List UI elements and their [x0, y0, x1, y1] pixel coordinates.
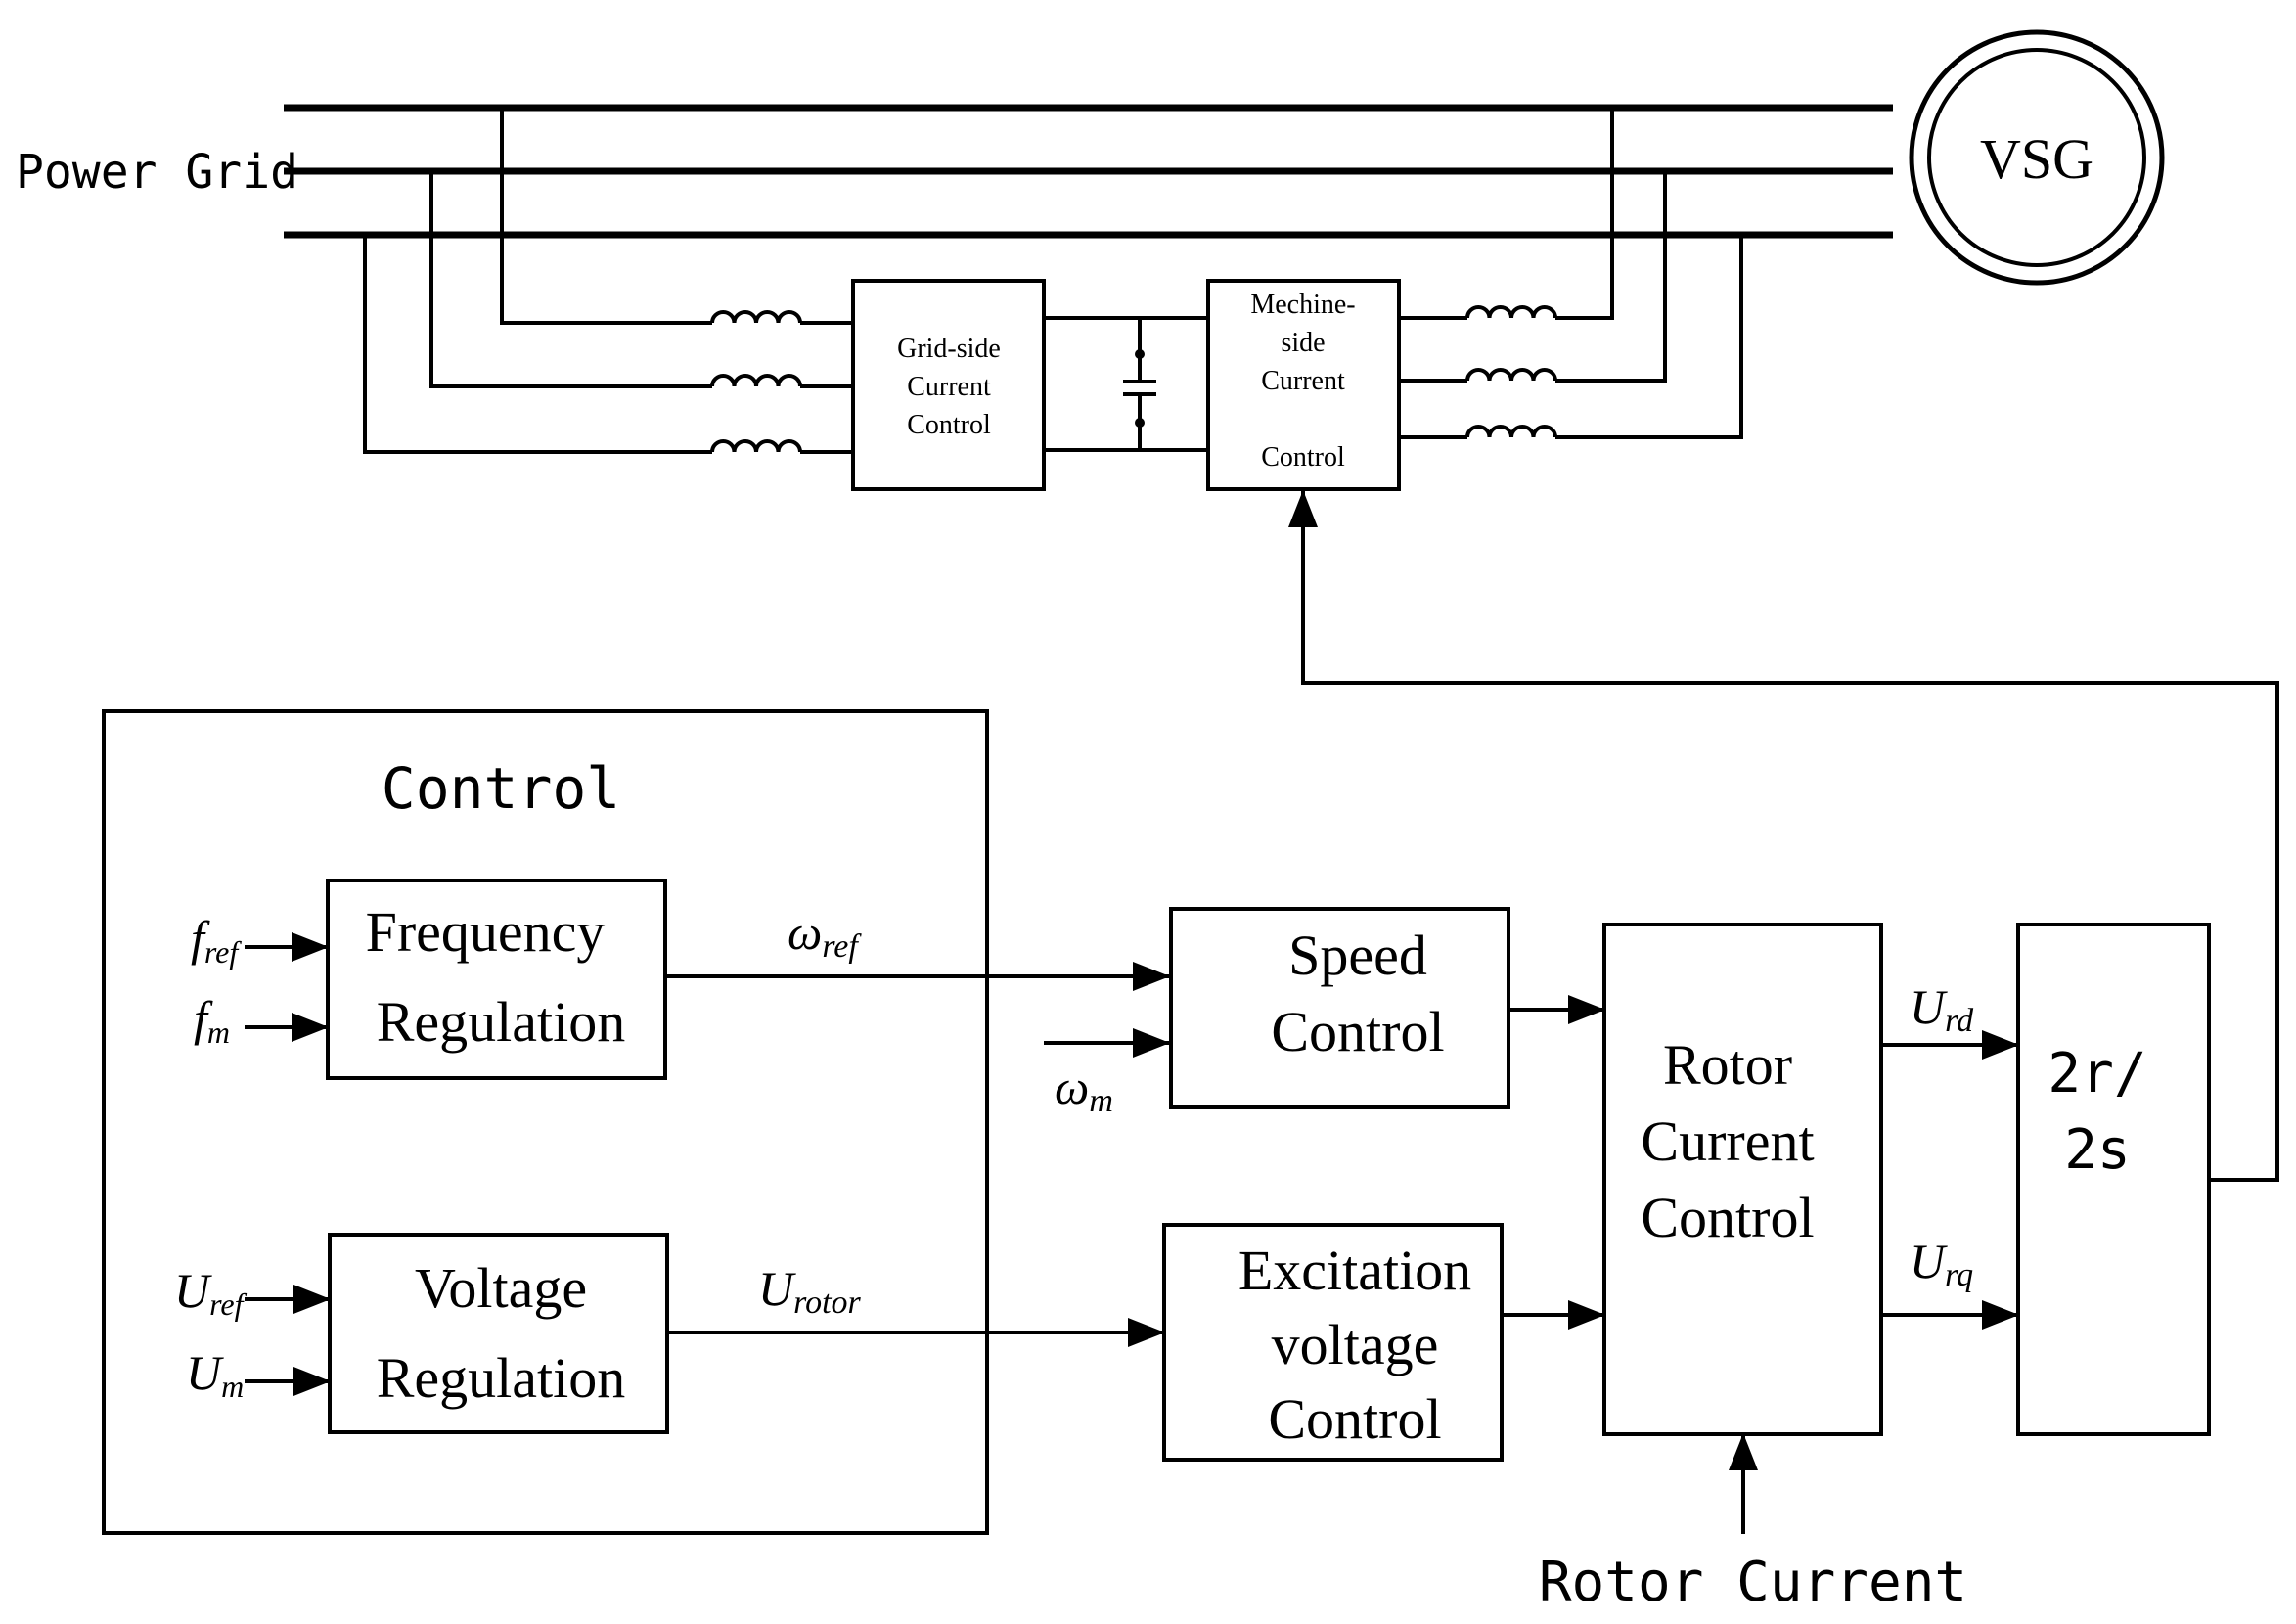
grid-side-label-3: Control: [907, 410, 991, 440]
inductor-icon: [1465, 305, 1557, 319]
feedback-to-machine-side-arrow: [1288, 490, 2279, 1182]
inductor-icon: [710, 374, 802, 387]
rotor-current-control-block: Rotor Current Control: [1602, 923, 1883, 1436]
speed-control-label-2: Control: [1271, 1000, 1444, 1063]
voltage-inputs: Uref Um: [174, 1263, 331, 1404]
voltage-regulation-label-2: Regulation: [377, 1346, 626, 1410]
grid-side-wiring: [363, 108, 853, 454]
excitation-label-2: voltage: [1272, 1313, 1439, 1376]
rotor-current-label-2: Current: [1641, 1109, 1814, 1173]
transform-label-1: 2r/: [2048, 1042, 2146, 1105]
grid-side-converter-box: [851, 279, 1046, 491]
grid-side-label-1: Grid-side: [897, 334, 1001, 364]
machine-side-label-4: Control: [1261, 442, 1345, 473]
speed-control-label-1: Speed: [1288, 924, 1427, 987]
machine-side-label-1: Mechine-: [1250, 290, 1355, 320]
inductor-icon: [1465, 425, 1557, 438]
inductor-icon: [1465, 368, 1557, 382]
excitation-label-3: Control: [1268, 1387, 1441, 1451]
grid-side-label-2: Current: [907, 372, 991, 402]
machine-side-label-3: Current: [1261, 366, 1345, 396]
u-rotor-label: Urotor: [758, 1261, 862, 1321]
grid-side-converter: Grid-side Current Control: [851, 279, 1046, 491]
dc-link: [1044, 316, 1208, 452]
vsg-label: VSG: [1980, 127, 2093, 191]
frequency-regulation-label-2: Regulation: [377, 990, 626, 1054]
machine-side-label-2: side: [1281, 328, 1325, 358]
u-ref-label: Uref: [174, 1263, 248, 1322]
three-phase-bus: [284, 104, 1893, 239]
power-grid-label: Power Grid: [16, 145, 298, 200]
frequency-inputs: fref fm: [191, 911, 329, 1050]
voltage-regulation-label-1: Voltage: [415, 1256, 587, 1320]
machine-side-wiring: [1399, 108, 1743, 439]
grid-side-inductors: [710, 310, 802, 453]
u-rq-label: Urq: [1910, 1234, 1973, 1293]
transform-label-2: 2s: [2064, 1118, 2130, 1182]
rotor-current-label-1: Rotor: [1663, 1033, 1792, 1097]
u-m-label: Um: [186, 1345, 244, 1404]
inductor-icon: [710, 310, 802, 324]
control-group-title: Control: [382, 755, 620, 822]
rotor-current-label-3: Control: [1641, 1186, 1814, 1249]
vsg-inner-ring: [1927, 48, 2146, 267]
machine-side-converter-box: [1206, 279, 1401, 491]
rotor-current-input-label: Rotor Current: [1539, 1551, 1967, 1614]
frequency-regulation-label-1: Frequency: [366, 900, 606, 964]
inductor-icon: [710, 439, 802, 453]
omega-m-label: ωm: [1055, 1060, 1113, 1119]
machine-side-converter: Mechine- side Current Control: [1206, 279, 1401, 491]
excitation-control-block: Excitation voltage Control: [1162, 1223, 1504, 1462]
machine-side-inductors: [1465, 305, 1557, 438]
u-rd-label: Urd: [1910, 979, 1974, 1039]
omega-ref-label: ωref: [788, 905, 862, 965]
speed-control-block: Speed Control: [1169, 907, 1510, 1109]
vsg-machine: VSG: [1909, 29, 2165, 286]
frequency-regulation-block: Frequency Regulation: [326, 879, 667, 1080]
voltage-regulation-block: Voltage Regulation: [328, 1233, 669, 1434]
transform-block: 2r/ 2s: [2016, 923, 2211, 1436]
excitation-label-1: Excitation: [1238, 1239, 1471, 1302]
